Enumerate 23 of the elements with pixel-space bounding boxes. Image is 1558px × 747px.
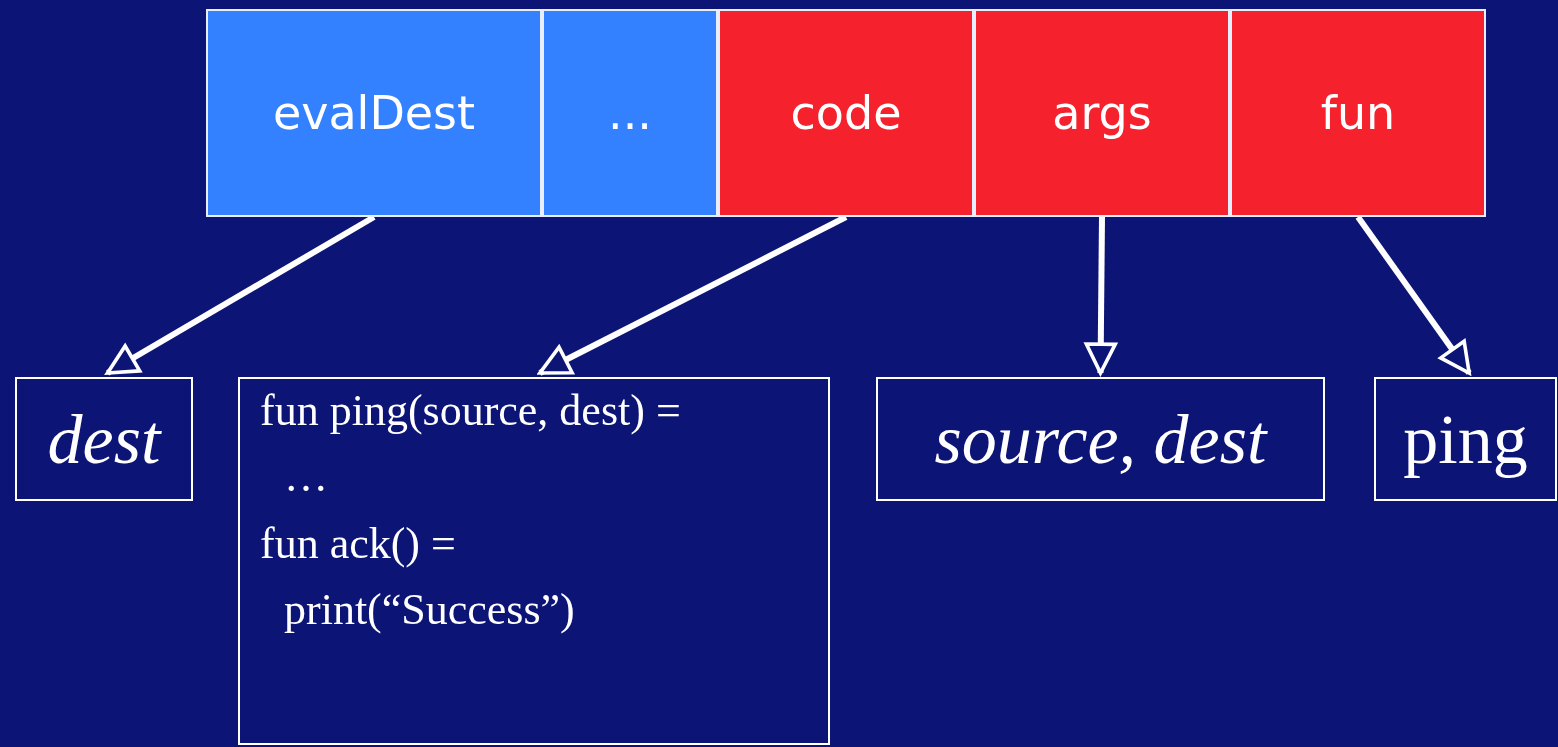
code-line: fun ping(source, dest) = xyxy=(260,387,682,436)
label: code xyxy=(790,84,902,142)
code-line: … xyxy=(283,453,329,502)
field-cell xyxy=(542,9,718,217)
label: dest xyxy=(47,399,161,480)
label: evalDest xyxy=(272,84,476,142)
arrow xyxy=(1355,215,1472,375)
label: source, dest xyxy=(934,399,1267,480)
value-box xyxy=(1374,377,1557,501)
label: fun xyxy=(1320,84,1396,142)
arrow xyxy=(1084,216,1117,375)
label: ... xyxy=(608,84,652,142)
value-box xyxy=(876,377,1325,501)
label: args xyxy=(1052,84,1152,142)
value-box xyxy=(15,377,193,501)
code-line: print(“Success”) xyxy=(283,586,576,635)
code-line: fun ack() = xyxy=(260,519,457,569)
field-cell xyxy=(206,9,542,217)
code-box xyxy=(238,377,830,745)
label: ping xyxy=(1403,399,1528,480)
field-cell xyxy=(1230,9,1486,217)
field-cell xyxy=(974,9,1230,217)
field-cell xyxy=(718,9,974,217)
